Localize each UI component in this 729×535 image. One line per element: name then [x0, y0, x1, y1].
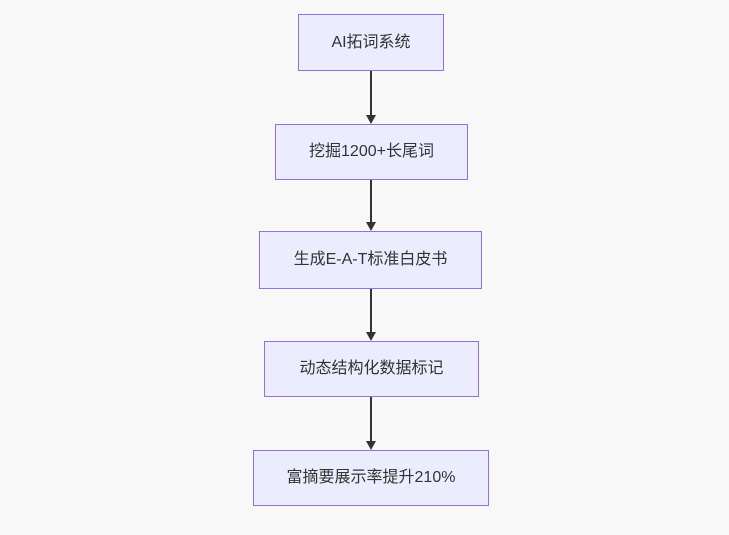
flowchart-node-rich-snippet-rate-increase: 富摘要展示率提升210%: [253, 450, 489, 506]
node-label: AI拓词系统: [331, 33, 411, 51]
arrow-line: [370, 397, 372, 441]
flowchart-node-generate-eat-whitepaper: 生成E-A-T标准白皮书: [259, 231, 482, 289]
node-label: 挖掘1200+长尾词: [309, 143, 434, 161]
arrow-down-icon: [366, 115, 376, 124]
arrow-line: [370, 289, 372, 332]
arrow-down-icon: [366, 222, 376, 231]
node-label: 动态结构化数据标记: [299, 360, 444, 378]
arrow-edge-2: [365, 180, 377, 231]
arrow-down-icon: [366, 441, 376, 450]
arrow-down-icon: [366, 332, 376, 341]
flowchart-node-mine-longtail-keywords: 挖掘1200+长尾词: [275, 124, 468, 180]
node-label: 富摘要展示率提升210%: [286, 469, 456, 487]
flowchart-node-ai-word-expansion-system: AI拓词系统: [298, 14, 444, 71]
arrow-line: [370, 71, 372, 115]
arrow-edge-1: [365, 71, 377, 124]
flowchart-node-dynamic-structured-data-markup: 动态结构化数据标记: [264, 341, 479, 397]
arrow-line: [370, 180, 372, 222]
arrow-edge-3: [365, 289, 377, 341]
node-label: 生成E-A-T标准白皮书: [293, 251, 448, 269]
arrow-edge-4: [365, 397, 377, 450]
